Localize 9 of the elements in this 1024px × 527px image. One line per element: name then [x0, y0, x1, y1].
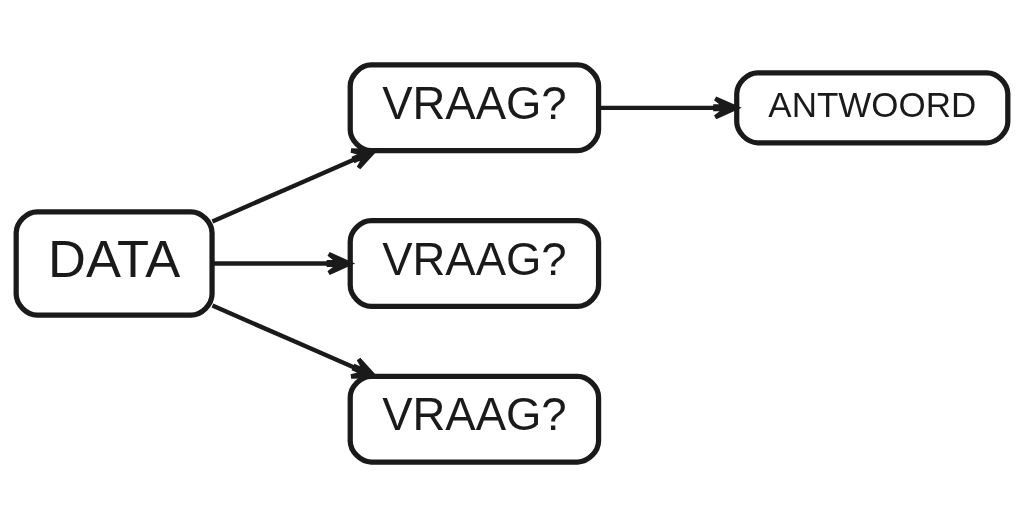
arrow [212, 251, 352, 276]
node-box: ANTWOORD [734, 70, 1011, 146]
node-box: VRAAG? [347, 62, 602, 154]
arrow [211, 303, 377, 379]
node-box: VRAAG? [347, 218, 602, 309]
arrow [211, 148, 377, 224]
arrow [598, 96, 739, 120]
node-box: VRAAG? [347, 373, 602, 465]
node-box: DATA [13, 209, 215, 318]
